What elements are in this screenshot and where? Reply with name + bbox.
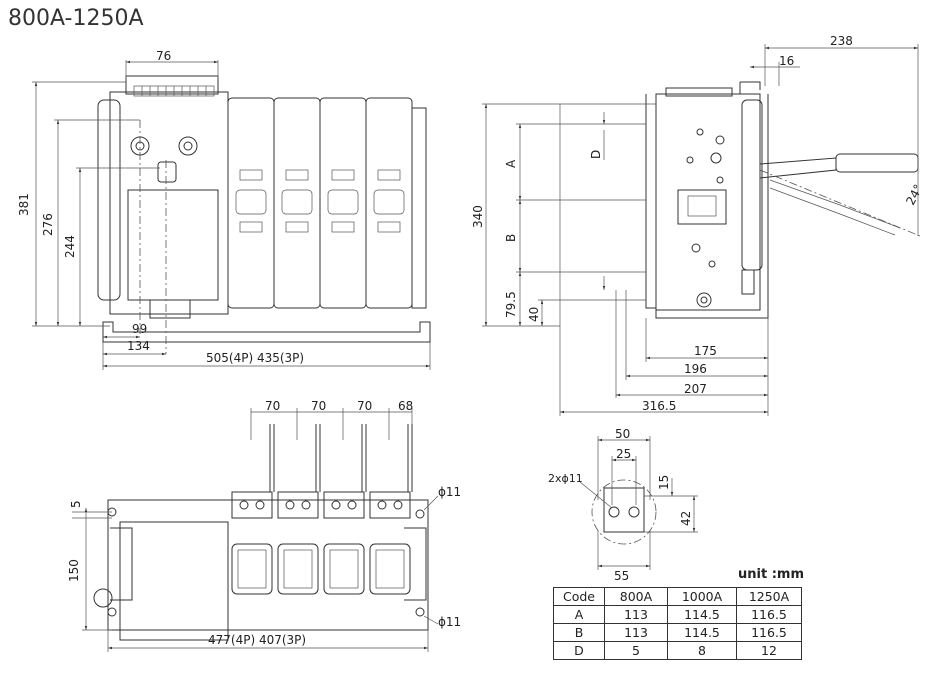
- table-cell: 116.5: [736, 605, 802, 624]
- table-header-row: Code 800A 1000A 1250A: [553, 587, 802, 606]
- dim-5: 5: [69, 500, 83, 508]
- table-header: 1000A: [667, 587, 737, 606]
- dim-70-a: 70: [265, 399, 280, 413]
- dim-196: 196: [684, 362, 707, 376]
- dim-15: 15: [657, 475, 671, 490]
- table-header: 800A: [604, 587, 668, 606]
- dim-70-c: 70: [357, 399, 372, 413]
- dim-B: B: [504, 234, 518, 242]
- dim-505-435: 505(4P) 435(3P): [206, 351, 304, 365]
- table-cell: D: [553, 641, 605, 660]
- dim-244: 244: [63, 235, 77, 258]
- table-row: D 5 8 12: [553, 641, 802, 660]
- table-cell: 12: [736, 641, 802, 660]
- dim-477-407: 477(4P) 407(3P): [208, 633, 306, 647]
- code-table: Code 800A 1000A 1250A A 113 114.5 116.5 …: [553, 587, 802, 660]
- page-title: 800A-1250A: [8, 6, 144, 31]
- table-cell: 113: [604, 605, 668, 624]
- dim-79-5: 79.5: [504, 291, 518, 318]
- table-cell: 114.5: [667, 605, 737, 624]
- side-handle: [759, 153, 921, 237]
- dim-25: 25: [616, 447, 631, 461]
- dim-68: 68: [398, 399, 413, 413]
- table-cell: 8: [667, 641, 737, 660]
- table-row: A 113 114.5 116.5: [553, 605, 802, 624]
- dim-16: 16: [779, 54, 794, 68]
- phi-11-bottom: ϕ11: [438, 615, 461, 629]
- terminal-detail: 50 25 2xϕ11 15 42 55: [548, 427, 698, 583]
- table-cell: B: [553, 623, 605, 642]
- dim-40: 40: [527, 307, 541, 322]
- table-cell: 114.5: [667, 623, 737, 642]
- dim-50: 50: [615, 427, 630, 441]
- bottom-arc-chutes: [231, 543, 411, 595]
- dim-70-b: 70: [311, 399, 326, 413]
- dim-42: 42: [679, 511, 693, 526]
- front-view: 76 381 276 244 99 134 505(4P) 435(3P): [17, 49, 431, 370]
- hole-label: 2xϕ11: [548, 472, 583, 485]
- table-header: Code: [553, 587, 605, 606]
- bottom-view: 70 70 70 68 5 150 ϕ11 ϕ11 477(4P) 407(3P…: [67, 399, 461, 652]
- phi-11-top: ϕ11: [438, 485, 461, 499]
- dim-134: 134: [127, 339, 150, 353]
- table-cell: A: [553, 605, 605, 624]
- table-cell: 5: [604, 641, 668, 660]
- dim-207: 207: [684, 382, 707, 396]
- dim-55: 55: [614, 569, 629, 583]
- table-cell: 116.5: [736, 623, 802, 642]
- table-header: 1250A: [736, 587, 802, 606]
- unit-label: unit :mm: [738, 567, 804, 582]
- dim-99: 99: [132, 322, 147, 336]
- dim-76: 76: [156, 49, 171, 63]
- angle-24: 24°: [903, 182, 925, 207]
- table-cell: 113: [604, 623, 668, 642]
- front-terminal-strip: [133, 85, 215, 97]
- bottom-terminals: [231, 424, 413, 519]
- side-view: 238 16 D A B 340 79.5 40 175 196 207 316…: [471, 34, 926, 416]
- dim-316-5: 316.5: [642, 399, 676, 413]
- table-row: B 113 114.5 116.5: [553, 623, 802, 642]
- dim-238: 238: [830, 34, 853, 48]
- dim-D: D: [589, 150, 603, 159]
- dim-276: 276: [41, 213, 55, 236]
- dim-A: A: [504, 159, 518, 168]
- dim-340: 340: [471, 205, 485, 228]
- dim-381: 381: [17, 193, 31, 216]
- dim-150: 150: [67, 559, 81, 582]
- front-poles: [227, 97, 413, 309]
- dim-175: 175: [694, 344, 717, 358]
